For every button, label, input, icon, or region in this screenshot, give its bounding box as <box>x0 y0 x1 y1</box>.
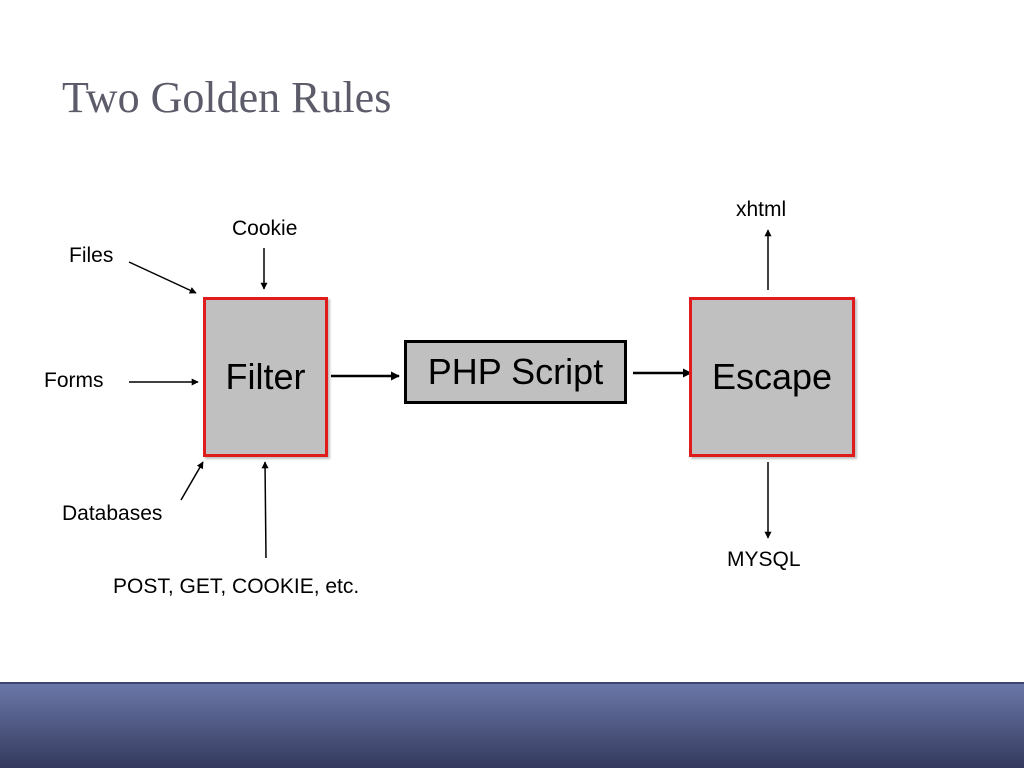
superglobals-label: POST, GET, COOKIE, etc. <box>113 575 360 598</box>
databases-label: Databases <box>62 502 163 525</box>
filter-label: Filter <box>225 356 306 397</box>
php-script-label: PHP Script <box>427 351 604 392</box>
arrow-superglobals-to-filter <box>261 461 269 559</box>
footer-band <box>0 682 1024 768</box>
php-script-box: PHP Script <box>404 340 627 404</box>
filter-box: Filter <box>203 297 328 457</box>
cookie-label: Cookie <box>232 217 298 240</box>
escape-label: Escape <box>711 356 833 397</box>
files-label: Files <box>69 244 114 267</box>
mysql-label: MYSQL <box>727 548 801 571</box>
escape-box: Escape <box>689 297 855 457</box>
xhtml-label: xhtml <box>736 198 787 221</box>
arrow-files-to-filter <box>128 261 197 294</box>
slide-title: Two Golden Rules <box>62 73 392 122</box>
forms-label: Forms <box>44 369 104 392</box>
arrow-databases-to-filter <box>180 461 204 501</box>
